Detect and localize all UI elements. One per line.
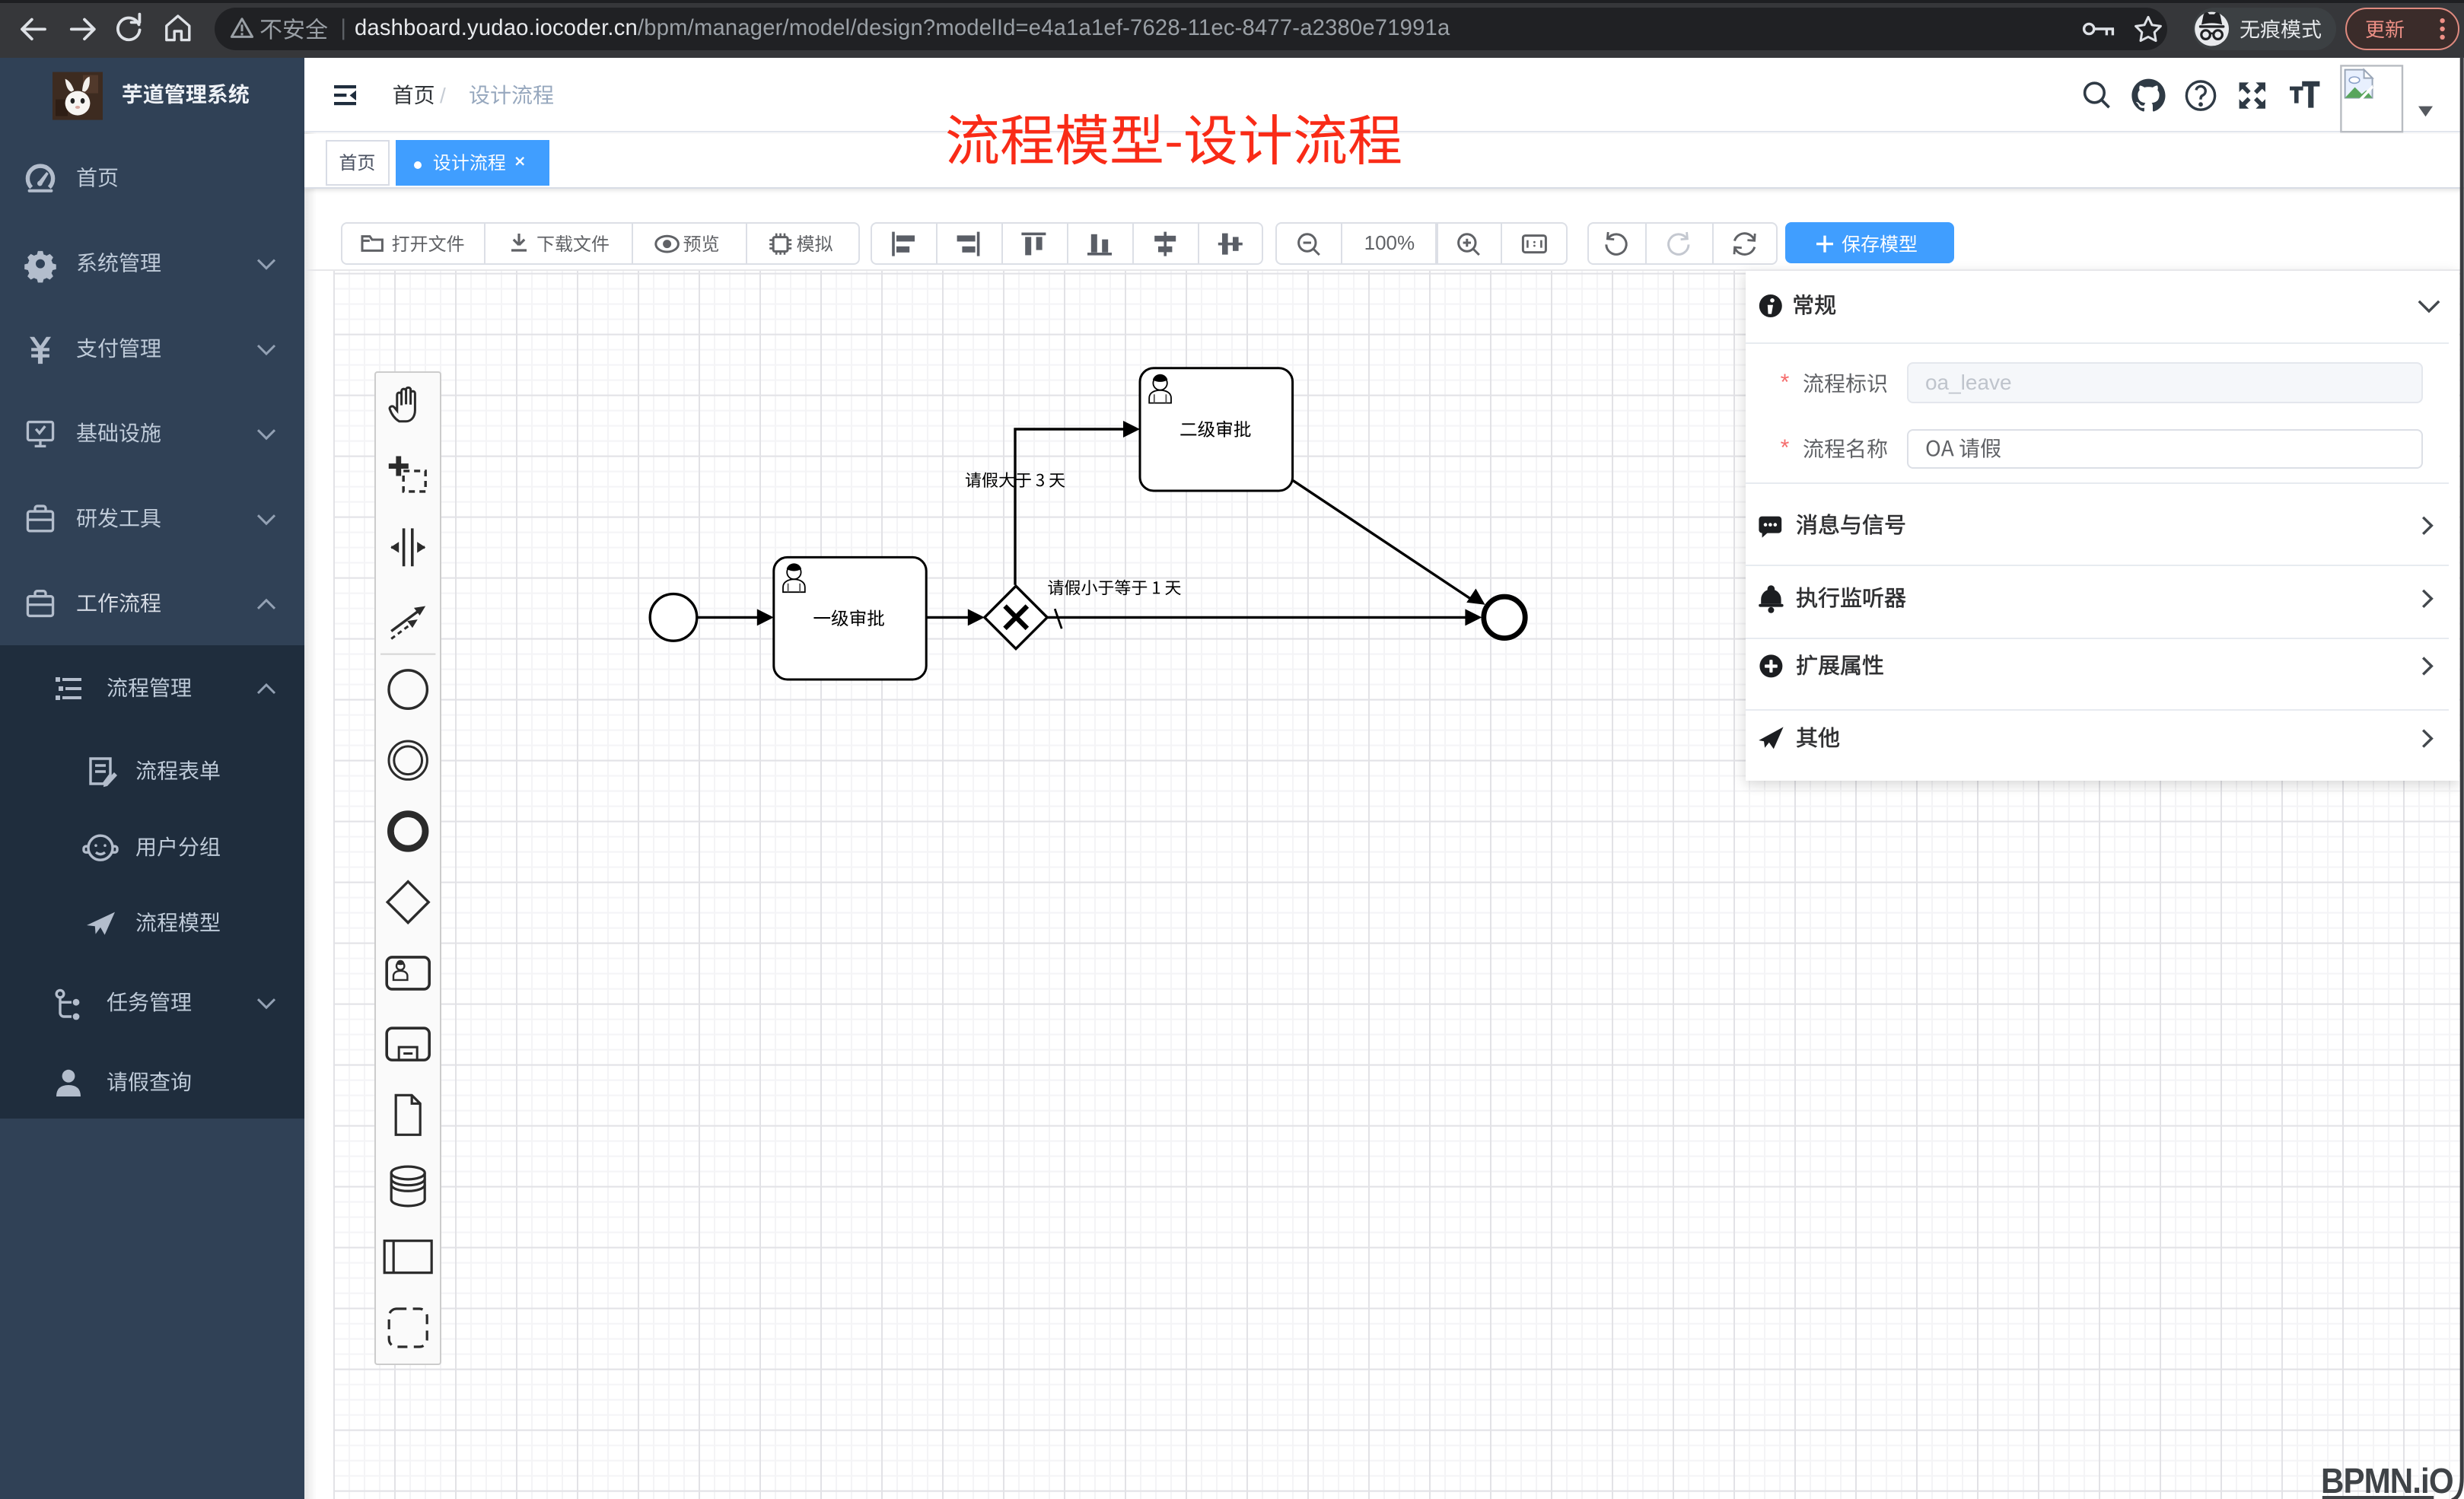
svg-text:/: / — [440, 84, 446, 107]
